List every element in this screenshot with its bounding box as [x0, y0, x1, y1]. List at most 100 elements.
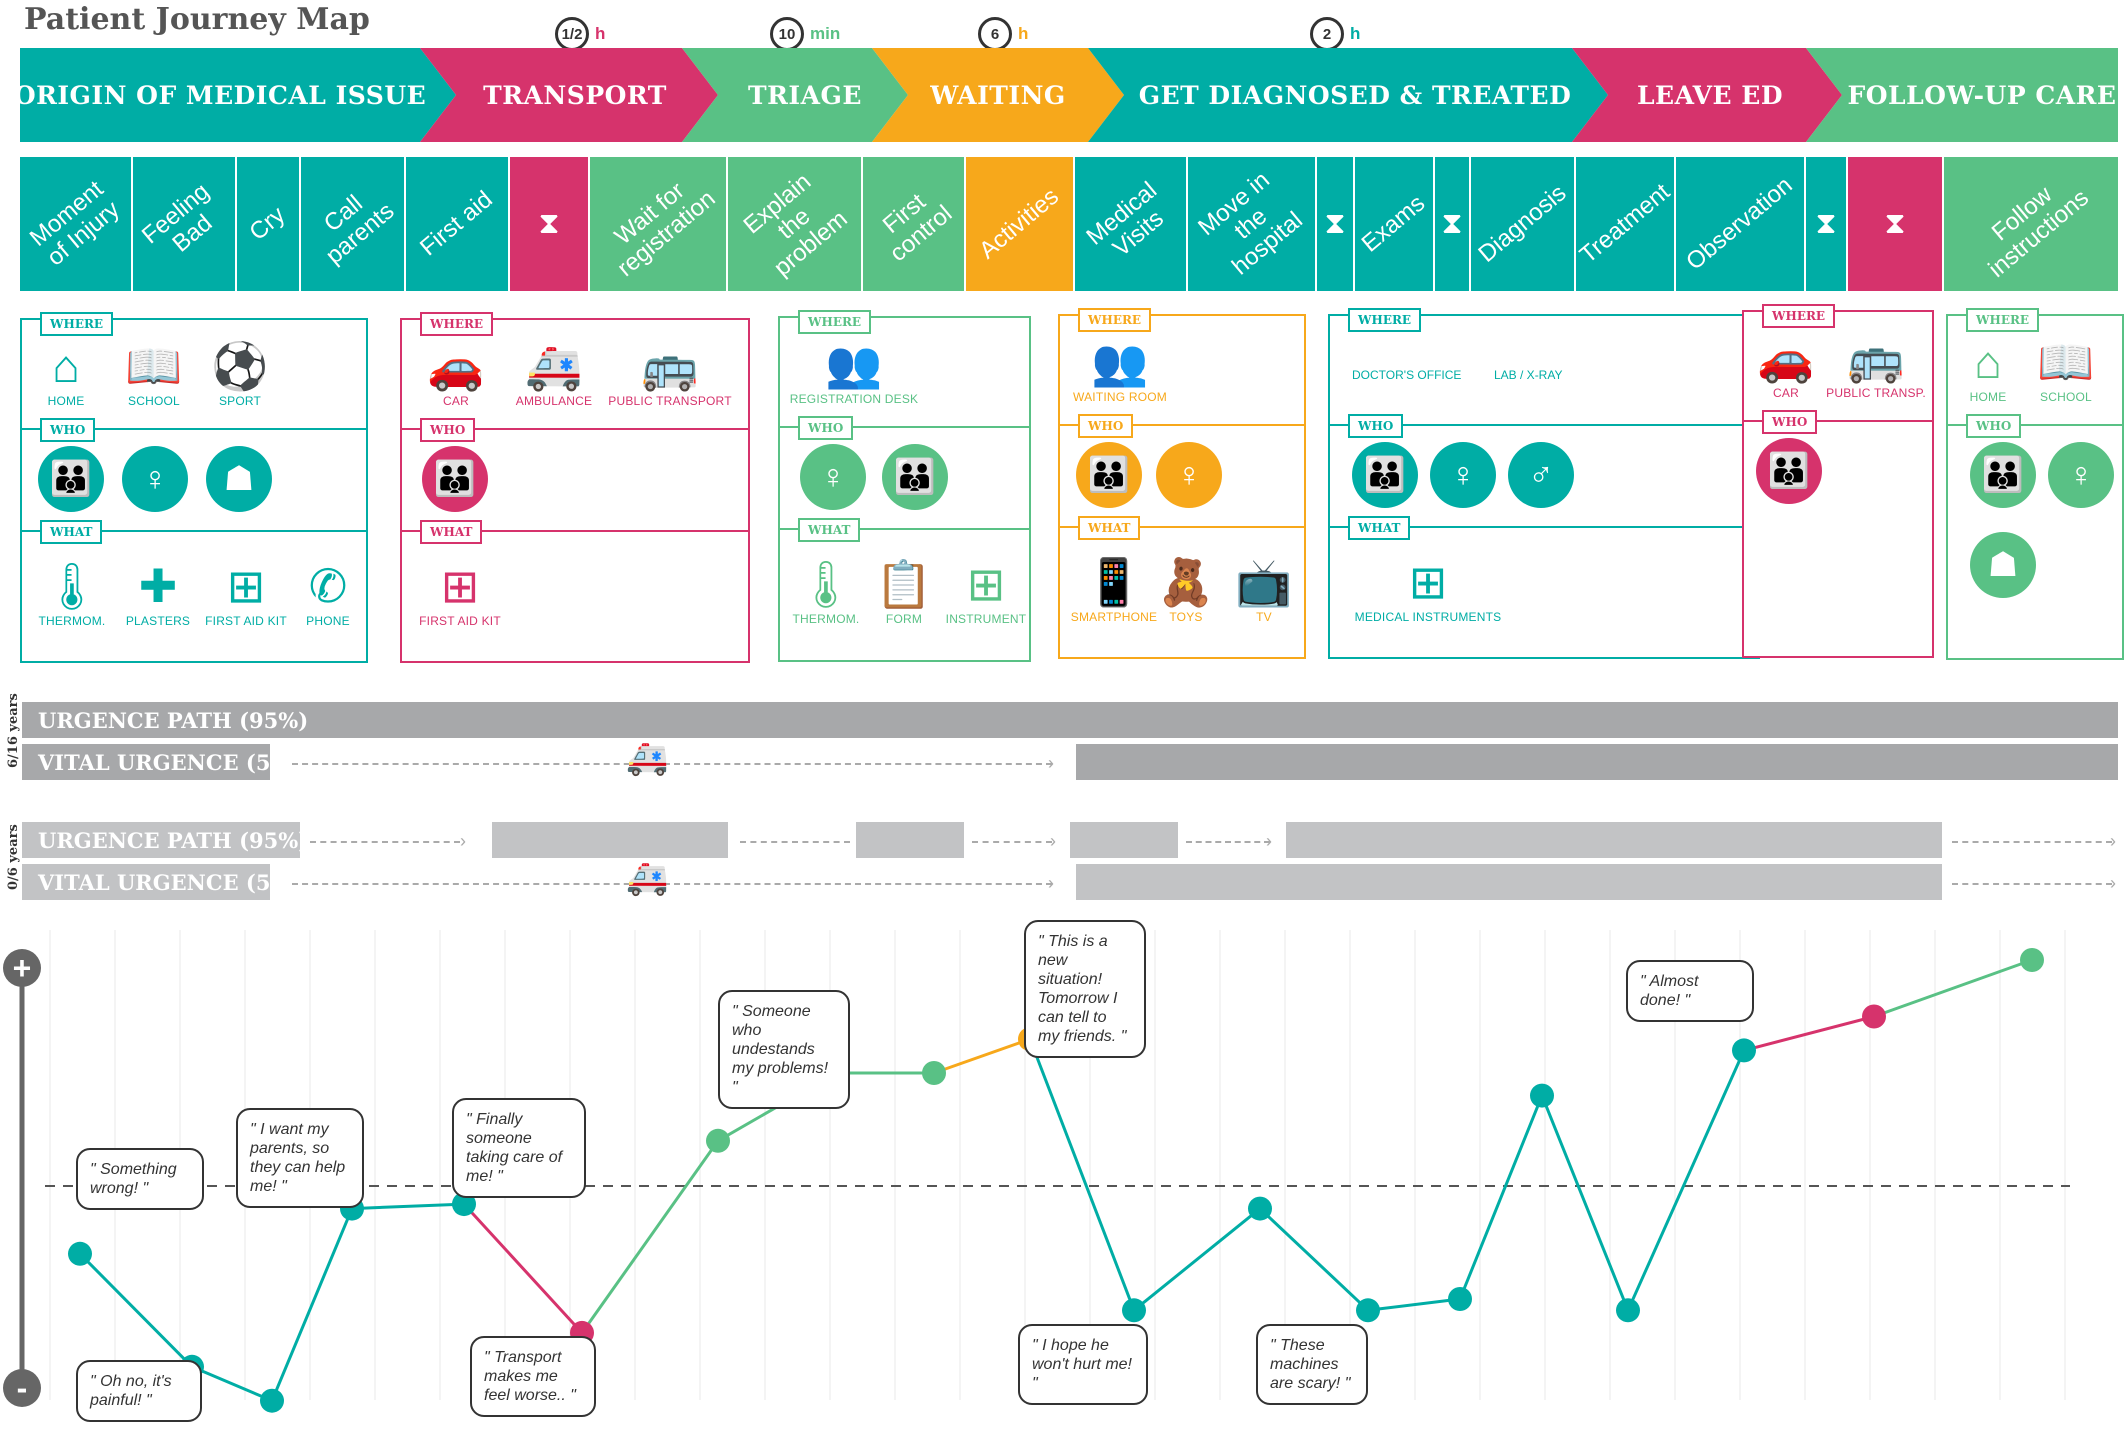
what-tag: WHAT [1348, 516, 1411, 540]
sport-icon: ⚽SPORT [211, 340, 269, 408]
who-tag: WHO [1966, 414, 2022, 438]
emotion-point [922, 1061, 946, 1085]
where-tag: WHERE [1762, 304, 1836, 328]
family-icon: 👪 [1352, 442, 1418, 508]
phase-label-leave: LEAVE ED [1636, 80, 1784, 110]
dashed-arrow [1186, 841, 1270, 843]
divider [22, 428, 366, 430]
emotion-graph [19, 930, 2070, 1413]
car-icon: 🚗CAR [427, 340, 485, 408]
step-first-control: First control [863, 157, 964, 291]
step-first-aid: First aid [406, 157, 508, 291]
dashed-arrow [972, 841, 1052, 843]
quote-bubble: " This is a new situation! Tomorrow I ca… [1024, 920, 1146, 1058]
age-label-0-6: 0/6 years [6, 824, 21, 890]
emotion-segment [1133, 1207, 1261, 1312]
instrument-icon: ⊞INSTRUMENT [945, 558, 1027, 626]
where-tag: WHERE [798, 310, 872, 334]
home-icon: ⌂HOME [1969, 336, 2007, 404]
step-wait-leave: ⧗ [1848, 157, 1942, 291]
ambulance-icon: 🚑AMBULANCE [515, 340, 593, 408]
divider [780, 426, 1029, 428]
where-tag: WHERE [40, 312, 114, 336]
plus-icon: + [3, 949, 41, 987]
quote-bubble: " Finally someone taking care of me! " [452, 1098, 586, 1198]
emotion-point [1122, 1298, 1146, 1323]
lab-xray-label: LAB / X-RAY [1494, 368, 1563, 382]
panel-leave: WHERE WHO 🚗CAR 🚌PUBLIC TRANSP. 👪 [1742, 304, 1934, 658]
quote-bubble: " I hope he won't hurt me! " [1018, 1324, 1148, 1405]
divider [1948, 424, 2122, 426]
emotion-point [1356, 1298, 1380, 1323]
where-tag: WHERE [1348, 308, 1422, 332]
nurse-icon: ♀ [122, 446, 188, 512]
dashed-arrow [292, 763, 1052, 765]
car-icon: 🚗CAR [1757, 332, 1815, 400]
emotion-point [706, 1128, 730, 1153]
divider [780, 528, 1029, 530]
where-tag: WHERE [1966, 308, 2040, 332]
form-icon: 📋FORM [875, 558, 933, 626]
phase-chevron-transport [420, 48, 718, 142]
emotion-segment [1028, 1038, 1136, 1311]
emotion-point [1862, 1004, 1886, 1029]
urgence-path-bar-older [22, 702, 2118, 738]
bus-icon: 🚌PUBLIC TRANSP. [1826, 332, 1926, 400]
who-tag: WHO [1078, 414, 1134, 438]
timer-transport: 1/2 h [555, 14, 605, 54]
step-move-in-hospital: Move in the hospital [1188, 157, 1315, 291]
minus-icon: - [3, 1369, 41, 1407]
family-icon: 👪 [882, 444, 948, 510]
medical-instruments-icon: ⊞MEDICAL INSTRUMENTS [1354, 556, 1502, 624]
nurse-icon: ♀ [2048, 442, 2114, 508]
emotion-point [1248, 1196, 1272, 1221]
emotion-point [1530, 1083, 1554, 1108]
nurse-icon: ♀ [800, 444, 866, 510]
urgence-segment-bar [1070, 822, 1178, 858]
emotion-point [1616, 1298, 1640, 1323]
emotion-segment [580, 1139, 720, 1334]
phase-chevron-diagnosed [1088, 48, 1608, 142]
panel-followup: WHERE WHO ⌂HOME 📖SCHOOL 👪 ♀ ☗ [1946, 308, 2124, 660]
emotion-point [260, 1388, 284, 1413]
step-medical-visits: Medical Visits [1075, 157, 1186, 291]
phase-chevron-triage [682, 48, 908, 142]
dashed-arrow [1952, 841, 2112, 843]
what-tag: WHAT [798, 518, 861, 542]
step-treatment: Treatment [1576, 157, 1674, 291]
divider [402, 428, 748, 430]
hourglass-icon: ⧗ [1324, 207, 1346, 240]
hourglass-icon: ⧗ [1884, 207, 1906, 240]
thermometer-icon: 🌡THERMOM. [792, 558, 860, 626]
emotion-point [452, 1192, 476, 1217]
who-tag: WHO [1762, 410, 1818, 434]
teacher-icon: ☗ [206, 446, 272, 512]
arrow-head-icon: › [1048, 753, 1054, 773]
emotion-segment [78, 1252, 194, 1368]
step-wait-observation: ⧗ [1806, 157, 1846, 291]
emotion-point [2020, 948, 2044, 972]
divider [1330, 526, 1758, 528]
emotion-segment [1258, 1207, 1370, 1312]
what-tag: WHAT [40, 520, 103, 544]
panel-origin: WHERE WHO WHAT ⌂HOME 📖SCHOOL ⚽SPORT 👪 ♀ … [20, 312, 368, 663]
emotion-segment [1743, 1015, 1875, 1052]
step-activities: Activities [966, 157, 1073, 291]
quote-bubble: " Oh no, it's painful! " [76, 1360, 202, 1422]
ambulance-icon: 🚑 [626, 739, 669, 777]
emotion-segment [191, 1365, 273, 1403]
arrow-head-icon: › [2110, 831, 2116, 851]
first-aid-kit-icon: ⊞FIRST AID KIT [205, 560, 287, 628]
family-icon: 👪 [1970, 442, 2036, 508]
emotion-segment [1540, 1095, 1630, 1311]
step-feeling-bad: Feeling Bad [133, 157, 235, 291]
step-call-parents: Call parents [301, 157, 404, 291]
thermometer-icon: 🌡THERMOM. [38, 560, 106, 628]
vital-urgence-treatment-bar [1076, 744, 2118, 780]
phase-chevron-followup [1806, 48, 2118, 142]
emotion-segment [462, 1203, 584, 1334]
dashed-arrow [740, 841, 850, 843]
emotion-segment [1873, 958, 2033, 1018]
emotion-segment [933, 1037, 1031, 1075]
doctors-office-label: DOCTOR'S OFFICE [1352, 368, 1462, 382]
